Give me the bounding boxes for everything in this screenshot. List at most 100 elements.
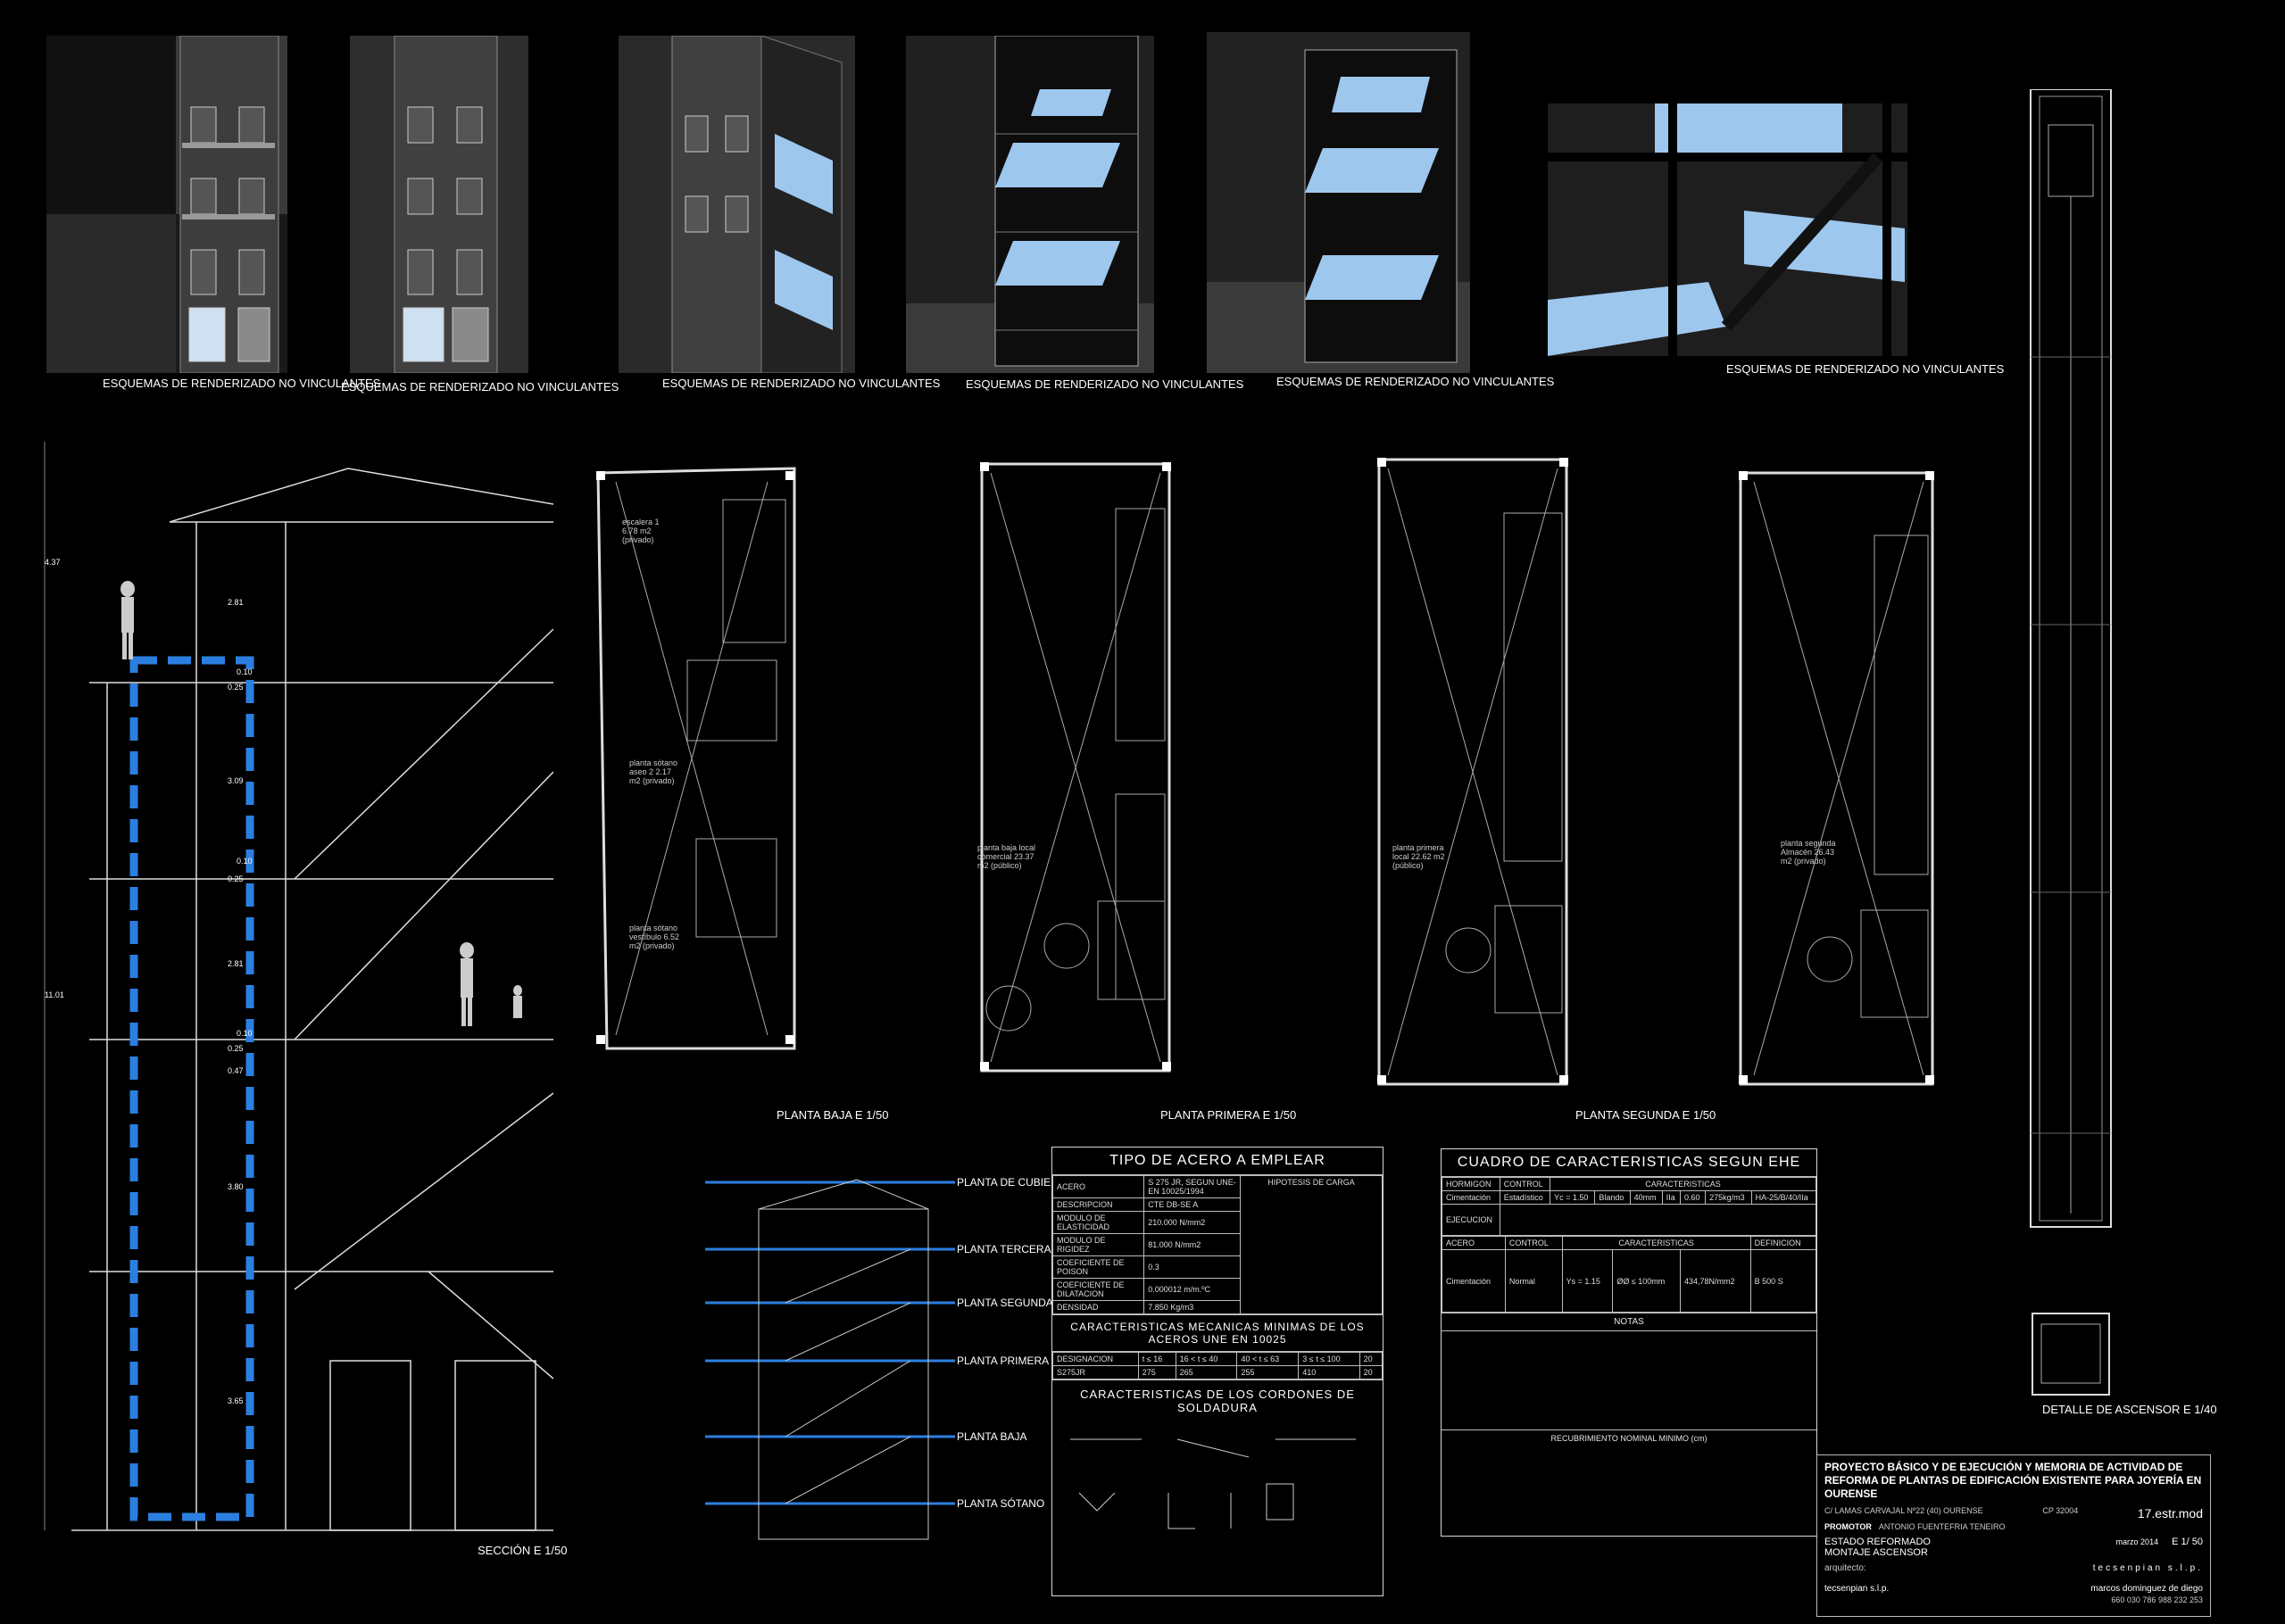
section-dim-total: 11.01 [45, 990, 64, 999]
cell: 0.3 [1143, 1255, 1241, 1279]
section-dim-6: 0.25 [228, 874, 244, 883]
sheet-date: marzo 2014 [2115, 1537, 2159, 1546]
plan-segunda-label: PLANTA SEGUNDA E 1/50 [1575, 1108, 1716, 1122]
montaje-label: MONTAJE ASCENSOR [1824, 1547, 1928, 1558]
elevator-plan-svg [2032, 1313, 2110, 1396]
cell: 275 [1137, 1365, 1176, 1380]
cell: Estadístico [1499, 1190, 1551, 1205]
cell: CTE DB-SE A [1143, 1197, 1241, 1212]
project-cp: CP 32004 [2042, 1506, 2079, 1515]
render-facade-2 [350, 36, 528, 373]
ehe-recubrimiento: RECUBRIMIENTO NOMINAL MINIMO (cm) [1442, 1429, 1816, 1446]
mecanicas-title: CARACTERISTICAS MECANICAS MINIMAS DE LOS… [1052, 1314, 1383, 1352]
render-caption-6: ESQUEMAS DE RENDERIZADO NO VINCULANTES [1726, 362, 2005, 376]
plan-basement-svg [596, 467, 796, 1050]
room-sotano-escalera: escalera 1 6.78 m2 (privado) [622, 518, 660, 544]
sheet-number: 17.estr.mod [2137, 1506, 2203, 1520]
cell: COEFICIENTE DE DILATACION [1051, 1278, 1145, 1301]
cell: S 275 JR, SEGUN UNE-EN 10025/1994 [1143, 1175, 1241, 1198]
cell: CARACTERISTICAS [1550, 1177, 1816, 1191]
cell: DENSIDAD [1051, 1300, 1145, 1314]
cell: Yc = 1.50 [1550, 1190, 1596, 1205]
cell: HORMIGON [1442, 1177, 1500, 1191]
section-dim-8: 0.10 [237, 1029, 253, 1038]
section-dim-7: 2.81 [228, 959, 244, 968]
cell: 20 [1359, 1365, 1383, 1380]
firm-name-right: tecsenpian s.l.p. [2092, 1563, 2203, 1573]
plan-second-svg [1739, 471, 1934, 1086]
cell: 410 [1298, 1365, 1360, 1380]
ehe-notas: NOTAS [1442, 1313, 1816, 1331]
cell: Blando [1594, 1190, 1631, 1205]
hipotesis-cell: HIPOTESIS DE CARGA [1240, 1175, 1383, 1314]
cell: ØØ ≤ 100mm [1612, 1249, 1681, 1313]
cell: Ys = 1.15 [1561, 1249, 1614, 1313]
section-dim-11: 3.80 [228, 1182, 244, 1191]
cell: t ≤ 16 [1137, 1352, 1176, 1366]
promotor-label: PROMOTOR [1824, 1522, 1872, 1531]
facade-render-1-svg [46, 36, 287, 373]
level-segunda: PLANTA SEGUNDA [957, 1297, 1053, 1309]
render-caption-4: ESQUEMAS DE RENDERIZADO NO VINCULANTES [966, 377, 1244, 391]
render-facade-1 [46, 36, 287, 373]
plan-primera-label: PLANTA PRIMERA E 1/50 [1160, 1108, 1297, 1122]
axon-render-4-svg [906, 36, 1154, 373]
cell: HA-25/B/40/IIa [1750, 1190, 1817, 1205]
cell: Normal [1504, 1249, 1563, 1313]
section-dim-10: 0.47 [228, 1066, 244, 1075]
elevator-plan [2031, 1312, 2111, 1396]
firm-phone: 660 030 786 988 232 253 [2111, 1595, 2203, 1604]
section-dim-3: 0.25 [228, 683, 244, 692]
room-baja-local: planta baja local comercial 23.37 m2 (pú… [977, 843, 1036, 870]
estado-label: ESTADO REFORMADO [1824, 1537, 1931, 1547]
section-dim-2: 0.10 [237, 667, 253, 676]
cell: 434,78N/mm2 [1679, 1249, 1751, 1313]
render-detail-6 [1548, 104, 1907, 356]
title-block: PROYECTO BÁSICO Y DE EJECUCIÓN Y MEMORIA… [1816, 1454, 2211, 1617]
level-baja: PLANTA BAJA [957, 1430, 1027, 1443]
section-dim-9: 0.25 [228, 1044, 244, 1053]
render-caption-1: ESQUEMAS DE RENDERIZADO NO VINCULANTES [103, 377, 381, 390]
cell: 20 [1359, 1352, 1383, 1366]
cell: 265 [1175, 1365, 1238, 1380]
firm-name: tecsenpian s.l.p. [1824, 1584, 1890, 1594]
room-primera-local: planta primera local 22.62 m2 (público) [1392, 843, 1445, 870]
cell: 0.000012 m/m.ºC [1143, 1278, 1241, 1301]
cell: B 500 S [1749, 1249, 1817, 1313]
cell [1499, 1204, 1817, 1236]
cell: EJECUCION [1442, 1204, 1500, 1236]
render-caption-3: ESQUEMAS DE RENDERIZADO NO VINCULANTES [662, 377, 941, 390]
level-primera: PLANTA PRIMERA [957, 1355, 1050, 1367]
project-address: C/ LAMAS CARVAJAL Nº22 (40) OURENSE [1824, 1506, 1983, 1515]
cell: 81.000 N/mm2 [1143, 1233, 1241, 1256]
promotor-name: ANTONIO FUENTEFRIA TENEIRO [1878, 1522, 2006, 1531]
cell: Cimentación [1442, 1190, 1500, 1205]
cell: Cimentación [1442, 1249, 1506, 1313]
ehe-table: CUADRO DE CARACTERISTICAS SEGUN EHE HORM… [1441, 1148, 1817, 1537]
plan-first-svg [1377, 458, 1568, 1086]
section-dim-1: 2.81 [228, 598, 244, 607]
arquitecto-label: arquitecto: [1824, 1563, 1866, 1573]
render-caption-2: ESQUEMAS DE RENDERIZADO NO VINCULANTES [341, 380, 619, 394]
cell: 255 [1236, 1365, 1300, 1380]
cell: CARACTERISTICAS [1561, 1236, 1751, 1250]
plan-segunda [1727, 464, 1946, 1093]
steel-title: TIPO DE ACERO A EMPLEAR [1052, 1148, 1383, 1175]
elevator-elevation-svg [2030, 88, 2112, 1228]
cell: DESIGNACION [1052, 1352, 1139, 1366]
level-tercera: PLANTA TERCERA [957, 1243, 1051, 1255]
cell: ACERO [1051, 1175, 1145, 1198]
plan-primera [1361, 451, 1580, 1093]
cordones-title: CARACTERISTICAS DE LOS CORDONES DE SOLDA… [1052, 1380, 1383, 1421]
